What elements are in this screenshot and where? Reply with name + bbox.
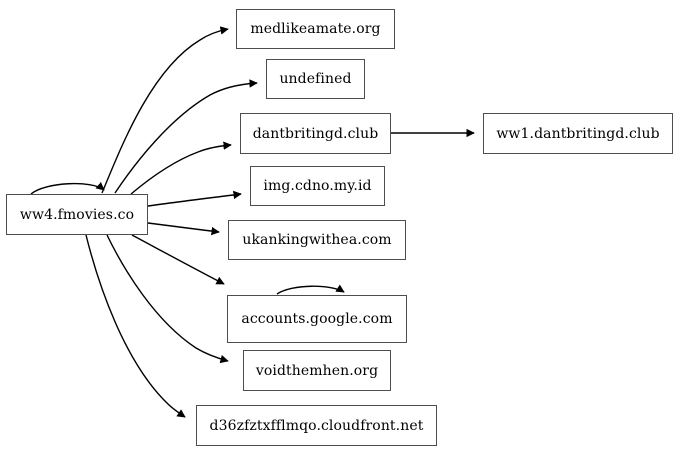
edge-ww4-to-undefined <box>114 79 258 194</box>
edge-accountsgoogle-to-accountsgoogle <box>276 284 345 295</box>
edge-ww4-to-ukankingwithea <box>147 222 220 236</box>
node-d36zfztxfflmqo-cloudfront-net[interactable]: d36zfztxfflmqo.cloudfront.net <box>196 405 437 446</box>
node-label: ww1.dantbritingd.club <box>496 125 660 142</box>
node-label: accounts.google.com <box>241 311 393 327</box>
node-accounts-google-com[interactable]: accounts.google.com <box>227 295 407 343</box>
edge-ww4-to-dantbritingd <box>130 141 232 195</box>
node-img-cdno-my-id[interactable]: img.cdno.my.id <box>250 166 385 206</box>
node-label: voidthemhen.org <box>255 362 379 379</box>
node-label: d36zfztxfflmqo.cloudfront.net <box>209 417 424 434</box>
node-label: undefined <box>279 71 352 87</box>
edge-ww4-to-accountsgoogle <box>131 234 225 285</box>
edge-ww4-to-imgcdno <box>147 190 242 207</box>
edge-ww4-to-medlikeamate <box>101 26 229 194</box>
node-medlikeamate-org[interactable]: medlikeamate.org <box>236 9 395 49</box>
node-label: dantbritingd.club <box>252 125 379 142</box>
edge-ww4-to-voidthemhen <box>106 234 229 364</box>
edge-ww4-to-ww4 <box>30 181 105 195</box>
node-label: ukankingwithea.com <box>242 232 392 248</box>
node-ww1-dantbritingd-club[interactable]: ww1.dantbritingd.club <box>483 113 673 154</box>
node-undefined[interactable]: undefined <box>266 59 365 99</box>
node-label: ww4.fmovies.co <box>19 206 135 223</box>
node-label: img.cdno.my.id <box>263 178 372 194</box>
node-voidthemhen-org[interactable]: voidthemhen.org <box>243 350 391 391</box>
edge-ww4-to-cloudfront <box>85 234 186 418</box>
node-ww4-fmovies-co[interactable]: ww4.fmovies.co <box>6 194 148 235</box>
node-label: medlikeamate.org <box>250 21 381 37</box>
node-ukankingwithea-com[interactable]: ukankingwithea.com <box>228 220 406 260</box>
node-dantbritingd-club[interactable]: dantbritingd.club <box>240 113 391 154</box>
